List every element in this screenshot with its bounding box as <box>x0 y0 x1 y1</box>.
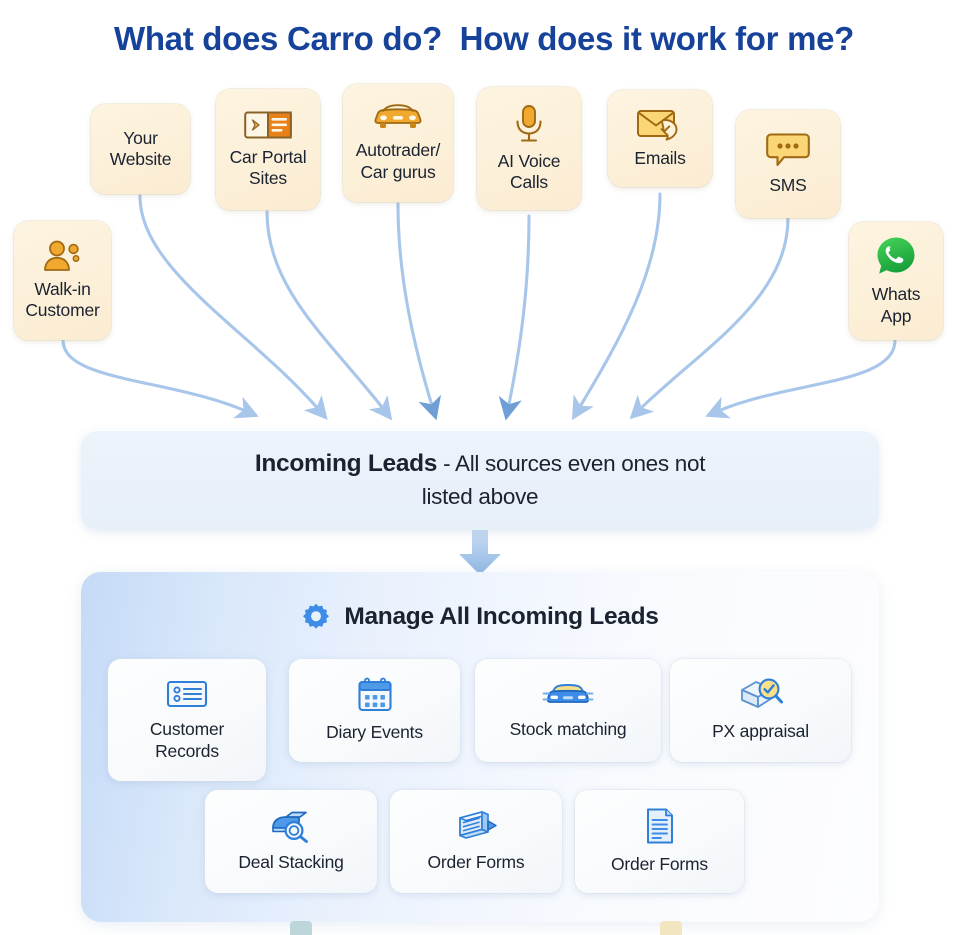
source-card-sms[interactable]: SMS <box>736 110 840 218</box>
below-fold-peek-left <box>290 921 312 935</box>
feature-label: Diary Events <box>326 722 423 743</box>
car-portal-icon <box>244 110 292 140</box>
person-icon <box>42 240 84 272</box>
magnifier-check-icon <box>738 678 784 712</box>
stacked-documents-icon <box>454 809 498 843</box>
speech-bubble-icon <box>765 132 811 168</box>
incoming-leads-separator: - <box>437 450 455 476</box>
incoming-leads-text: Incoming Leads - All sources even ones n… <box>245 447 715 514</box>
source-label: Your Website <box>109 127 172 169</box>
whatsapp-icon <box>875 235 917 277</box>
feature-card-deal-stacking[interactable]: Deal Stacking <box>205 790 377 893</box>
source-label: Autotrader/ Car gurus <box>355 140 441 182</box>
deal-magnifier-icon <box>268 809 314 844</box>
source-label: Whats App <box>871 284 921 326</box>
feature-card-order-forms-2[interactable]: Order Forms <box>575 790 744 893</box>
feature-card-diary-events[interactable]: Diary Events <box>289 659 460 762</box>
microphone-icon <box>512 104 546 144</box>
below-fold-peek-right <box>660 921 682 935</box>
source-label: SMS <box>769 174 807 195</box>
calendar-icon <box>357 677 393 713</box>
source-card-car-portal-sites[interactable]: Car Portal Sites <box>216 89 320 210</box>
feature-card-customer-records[interactable]: Customer Records <box>108 659 266 781</box>
feature-label: Order Forms <box>611 854 708 875</box>
feature-label: Order Forms <box>427 852 525 873</box>
incoming-leads-banner: Incoming Leads - All sources even ones n… <box>81 430 879 530</box>
feature-label: Stock matching <box>509 719 627 740</box>
source-card-walk-in-customer[interactable]: Walk-in Customer <box>14 221 111 340</box>
incoming-leads-description: All sources even ones not listed above <box>421 450 706 510</box>
id-card-icon <box>166 678 208 710</box>
source-card-whatsapp[interactable]: Whats App <box>849 222 943 340</box>
feature-card-stock-matching[interactable]: Stock matching <box>475 659 661 762</box>
feature-label: PX appraisal <box>712 721 809 742</box>
feature-card-px-appraisal[interactable]: PX appraisal <box>670 659 851 762</box>
source-card-emails[interactable]: Emails <box>608 90 712 187</box>
page-title: What does Carro do? How does it work for… <box>113 20 855 57</box>
envelope-check-icon <box>636 107 684 141</box>
flow-arrow-down <box>459 528 501 575</box>
feature-label: Customer Records <box>149 719 225 761</box>
manage-panel-header: Manage All Incoming Leads <box>81 602 879 632</box>
source-label: Car Portal Sites <box>229 146 307 188</box>
gear-icon <box>301 602 331 632</box>
incoming-leads-title: Incoming Leads <box>254 449 438 477</box>
manage-leads-panel: Manage All Incoming Leads Customer Recor… <box>81 572 879 922</box>
feature-label: Deal Stacking <box>238 852 344 873</box>
source-label: AI Voice Calls <box>497 150 561 192</box>
document-icon <box>644 807 676 845</box>
source-label: Walk-in Customer <box>25 278 100 320</box>
feature-card-order-forms-1[interactable]: Order Forms <box>390 790 562 893</box>
source-card-autotrader[interactable]: Autotrader/ Car gurus <box>343 84 453 202</box>
car-icon <box>373 103 423 133</box>
source-card-ai-voice-calls[interactable]: AI Voice Calls <box>477 87 581 210</box>
source-label: Emails <box>634 148 686 169</box>
car-front-icon <box>542 680 594 710</box>
source-card-your-website[interactable]: Your Website <box>91 104 190 194</box>
manage-panel-title: Manage All Incoming Leads <box>344 603 659 630</box>
